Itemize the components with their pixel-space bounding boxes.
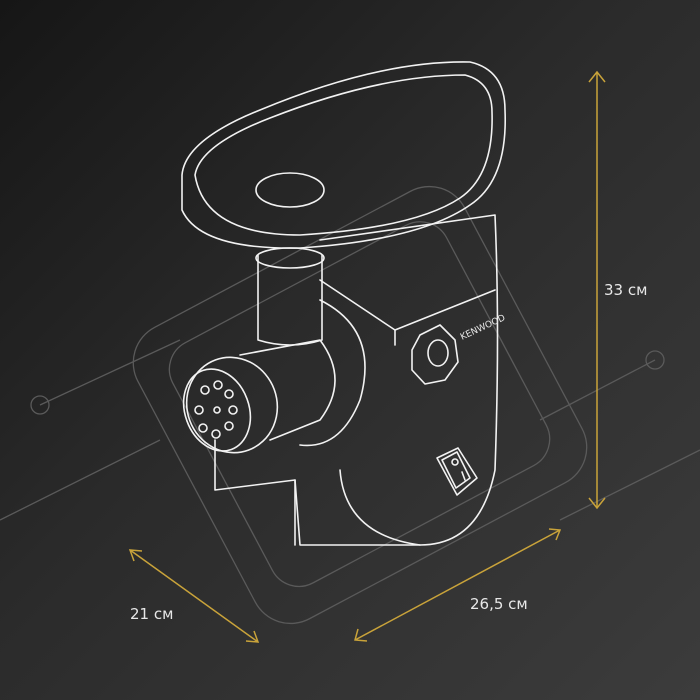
grinder-plate-holes [194, 380, 238, 439]
grinder-body [214, 214, 499, 546]
depth-label: 21 см [130, 605, 174, 623]
height-label: 33 см [604, 281, 648, 299]
watermark [0, 185, 700, 625]
width-arrow [354, 529, 561, 641]
knob-icon [411, 324, 459, 385]
grinder-head [182, 339, 336, 454]
depth-arrow [129, 549, 259, 643]
tray-hole [255, 172, 325, 208]
food-tray [181, 61, 507, 249]
power-switch-icon [436, 447, 478, 496]
dimension-lines [128, 70, 606, 643]
feed-neck [255, 247, 325, 346]
width-label: 26,5 см [470, 595, 528, 613]
